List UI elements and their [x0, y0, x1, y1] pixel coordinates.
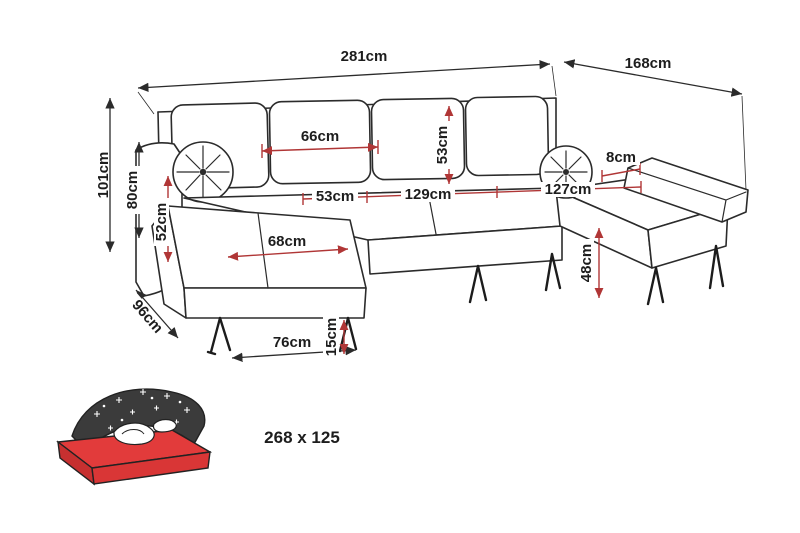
dim-chaise-seat-width: 68cm — [227, 233, 349, 261]
sleeping-area-size-label: 268 x 125 — [264, 428, 340, 447]
left-chaise-front — [183, 287, 367, 319]
dim-back-height: 101cm — [95, 98, 115, 252]
dim-seat-width-middle-label: 129cm — [405, 186, 452, 203]
dim-armrest-inner-height-label: 52cm — [153, 203, 170, 241]
back-cushion-4 — [464, 95, 550, 177]
dim-armrest-height: 80cm — [124, 142, 144, 238]
dim-armrest-top-width-label: 8cm — [606, 149, 636, 166]
dim-chaise-front-width-label: 76cm — [273, 334, 311, 351]
dim-armrest-height-label: 80cm — [124, 171, 141, 209]
dim-seat-width-right-label: 127cm — [545, 181, 592, 198]
bed-duvet-fold — [121, 429, 145, 435]
dim-seat-left-width-label: 53cm — [316, 188, 354, 205]
dim-armrest-top-width: 8cm — [601, 149, 641, 182]
dim-total-depth: 168cm — [563, 55, 743, 97]
dim-total-width: 281cm — [137, 48, 551, 93]
dim-armrest-inner-height: 52cm — [153, 176, 173, 262]
dim-back-height-label: 101cm — [95, 152, 112, 199]
right-armrest-edges — [627, 167, 747, 223]
dim-leg-height-label: 15cm — [323, 318, 340, 356]
dim-back-cushion-width-label: 66cm — [301, 128, 339, 145]
dim-total-depth-label: 168cm — [625, 55, 672, 72]
extension-lines — [137, 65, 747, 191]
dim-back-cushion-width: 66cm — [261, 128, 379, 158]
round-pillow-left — [172, 141, 234, 203]
sofa-bed-icon — [56, 388, 213, 486]
middle-seat-front — [367, 225, 563, 275]
dim-seat-widths: 53cm 129cm 127cm — [302, 181, 642, 205]
bed-pillow — [152, 418, 177, 433]
dim-back-cushion-height-label: 53cm — [434, 126, 451, 164]
dim-seat-height: 48cm — [578, 228, 604, 298]
dim-seat-height-label: 48cm — [578, 244, 595, 282]
dim-total-width-label: 281cm — [341, 48, 388, 65]
dim-back-cushion-height: 53cm — [434, 106, 454, 184]
dim-chaise-seat-width-label: 68cm — [268, 233, 306, 250]
dim-leg-height: 15cm — [323, 313, 349, 361]
bed-mattress-front — [91, 451, 211, 485]
bed-duvet — [113, 422, 155, 446]
